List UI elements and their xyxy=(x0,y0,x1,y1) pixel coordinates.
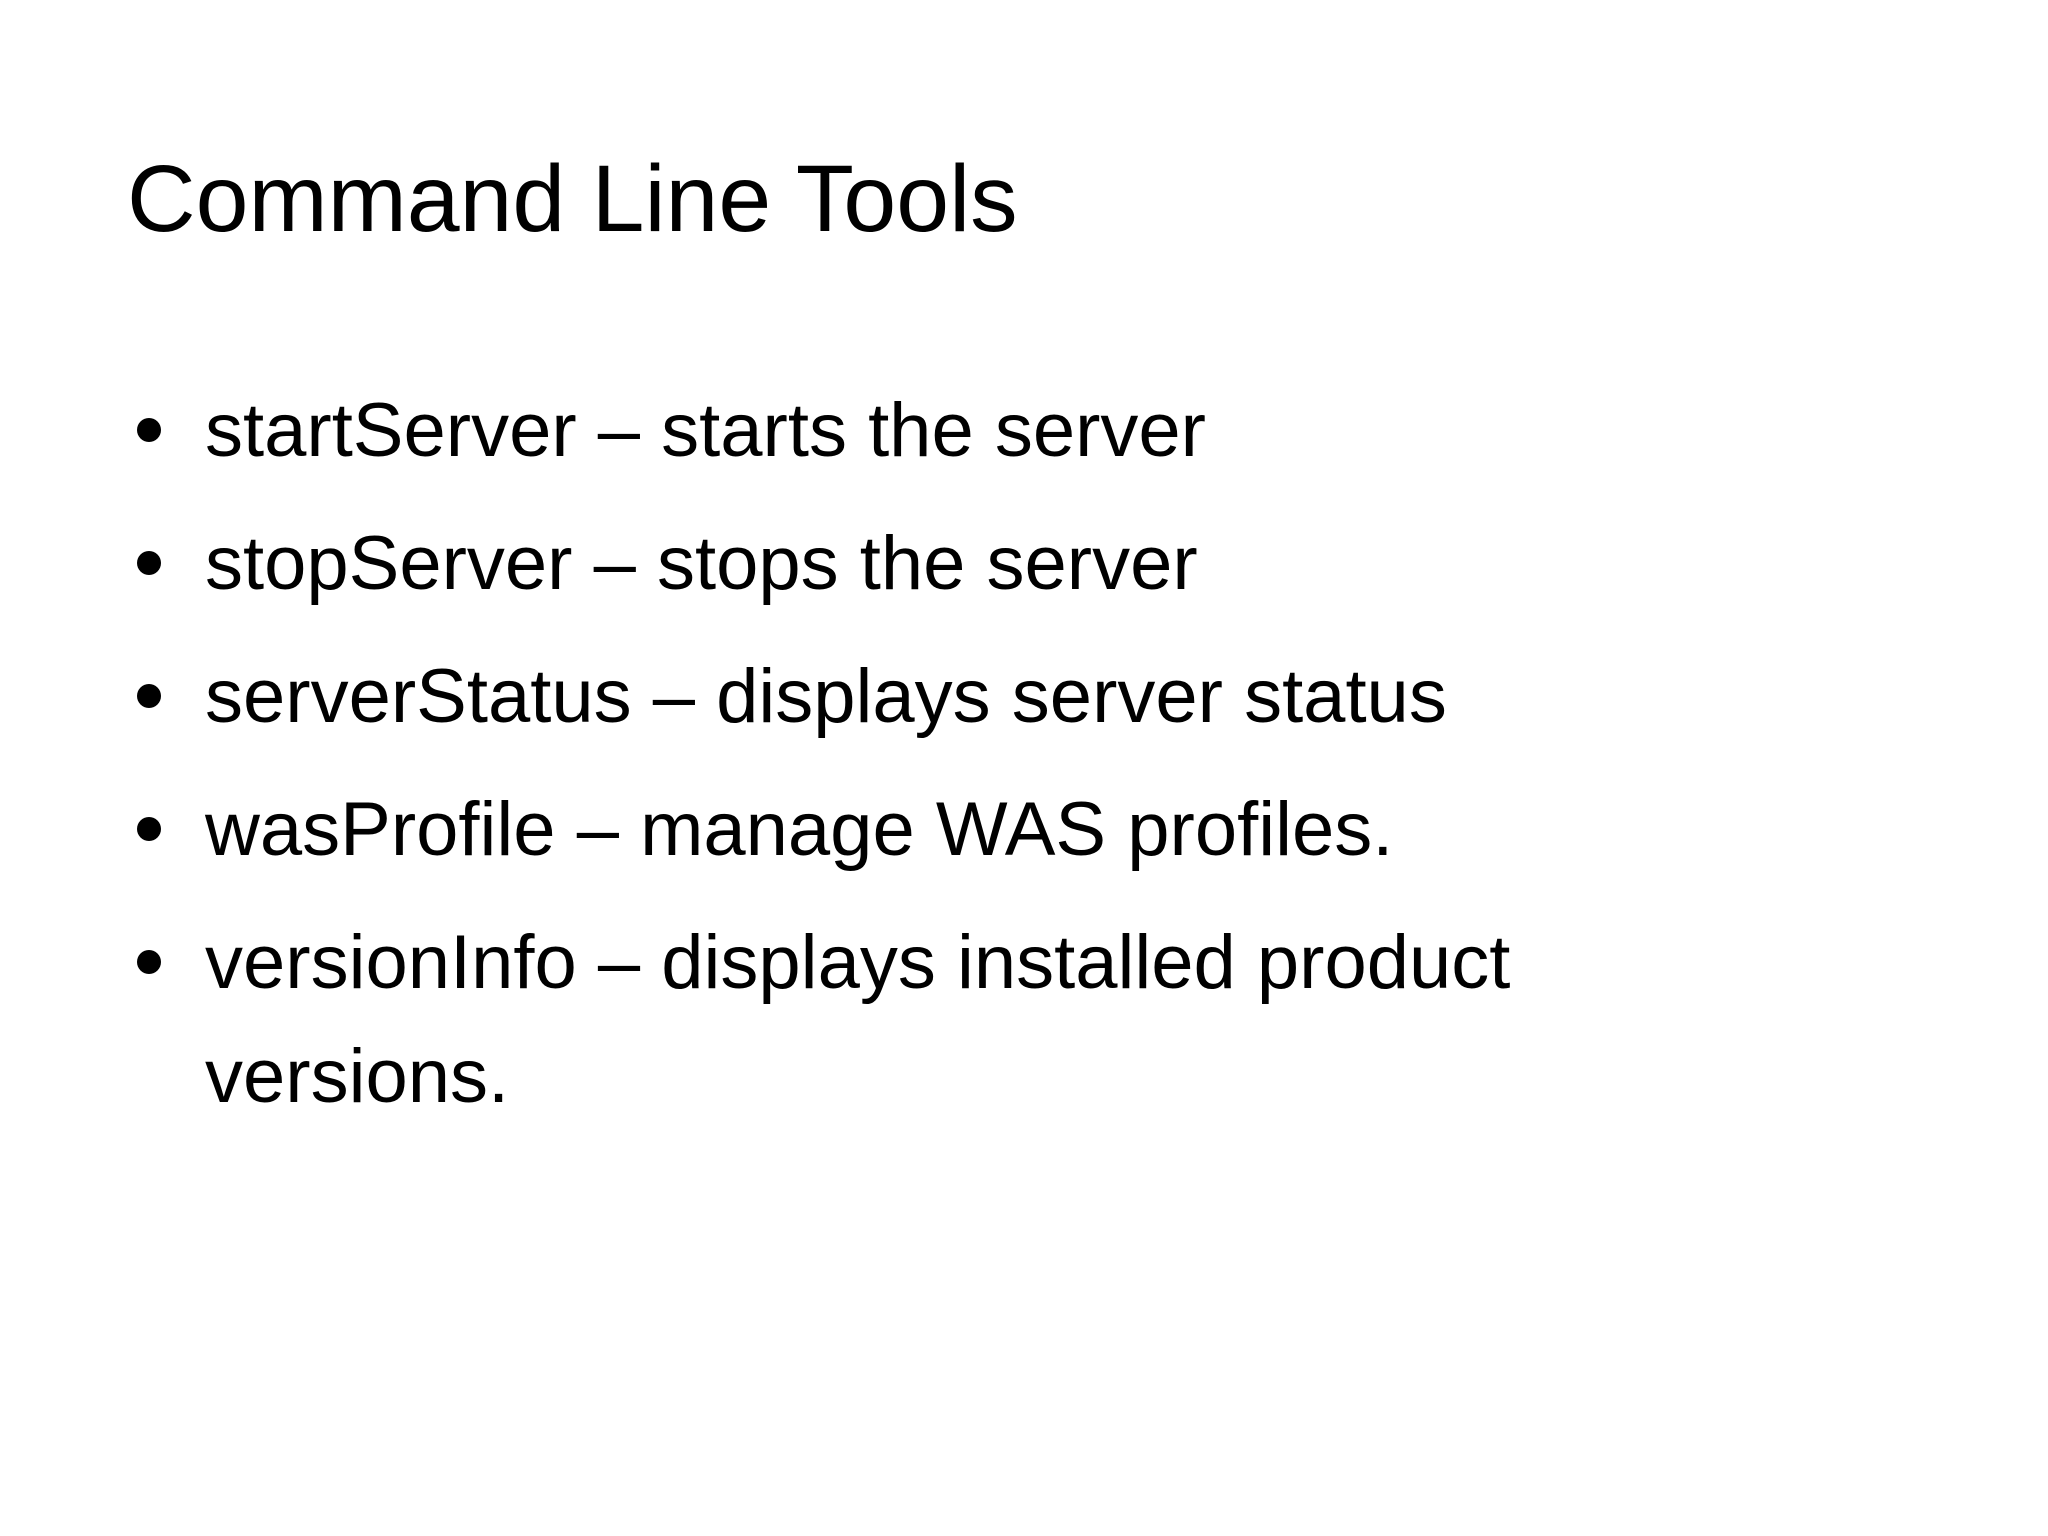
list-item: startServer – starts the server xyxy=(135,374,1510,488)
bullet-icon xyxy=(137,817,161,841)
bullet-text: serverStatus – displays server status xyxy=(205,654,1447,739)
bullet-list: startServer – starts the server stopServ… xyxy=(135,374,1510,1153)
list-item: stopServer – stops the server xyxy=(135,507,1510,621)
bullet-text: stopServer – stops the server xyxy=(205,521,1198,606)
bullet-icon xyxy=(137,684,161,708)
list-item: versionInfo – displays installed product… xyxy=(135,906,1510,1134)
bullet-text-multiline: versionInfo – displays installed product… xyxy=(205,906,1510,1134)
bullet-text: wasProfile – manage WAS profiles. xyxy=(205,787,1394,872)
bullet-icon xyxy=(137,551,161,575)
list-item: serverStatus – displays server status xyxy=(135,640,1510,754)
bullet-icon xyxy=(137,950,161,974)
list-item: wasProfile – manage WAS profiles. xyxy=(135,773,1510,887)
bullet-text: versionInfo – displays installed product xyxy=(205,920,1511,1005)
slide-title: Command Line Tools xyxy=(127,146,1018,252)
bullet-text: versions. xyxy=(205,1034,510,1119)
bullet-icon xyxy=(137,418,161,442)
bullet-text: startServer – starts the server xyxy=(205,388,1206,473)
